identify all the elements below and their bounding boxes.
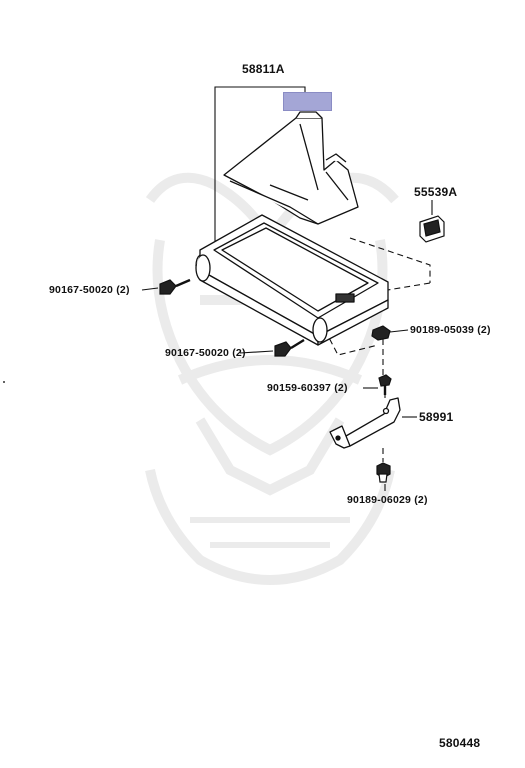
label-55539a[interactable]: 55539A	[414, 185, 458, 199]
label-90189-06029[interactable]: 90189-06029 (2)	[347, 494, 428, 506]
nut-90189-05039	[371, 325, 391, 341]
bolt-90167-50020-front	[274, 338, 305, 357]
part-highlight-box[interactable]	[283, 92, 332, 111]
stray-mark	[3, 381, 5, 383]
watermark-logo	[145, 172, 399, 585]
label-90159-60397[interactable]: 90159-60397 (2)	[267, 382, 348, 394]
part-55539a-clip	[419, 215, 445, 243]
label-90167-50020-left[interactable]: 90167-50020 (2)	[49, 284, 130, 296]
part-58811a-boot	[223, 111, 359, 225]
label-58991[interactable]: 58991	[419, 410, 454, 424]
label-90189-05039[interactable]: 90189-05039 (2)	[410, 324, 491, 336]
bolt-90167-50020-left	[159, 278, 191, 295]
bolt-90159-60397	[378, 374, 392, 395]
part-58991-bracket	[329, 397, 401, 449]
label-90167-50020-front[interactable]: 90167-50020 (2)	[165, 347, 246, 359]
label-58811a[interactable]: 58811A	[242, 62, 285, 76]
diagram-code: 580448	[439, 736, 481, 750]
tray-housing	[195, 214, 389, 346]
nut-90189-06029	[376, 462, 391, 483]
